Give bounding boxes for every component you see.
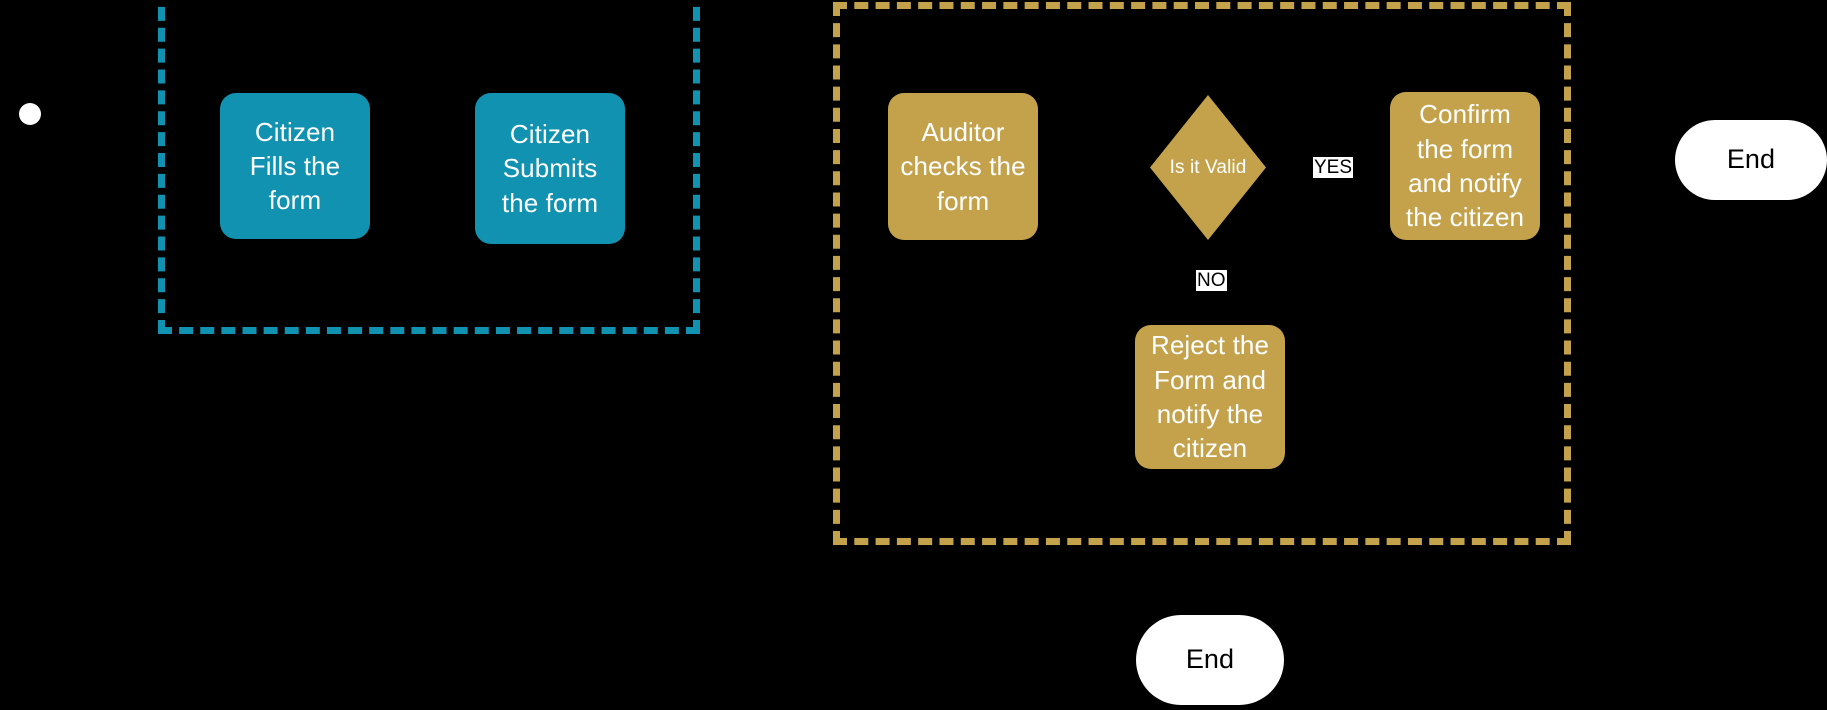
- node-label: Auditor checks the form: [900, 117, 1026, 216]
- node-label: End: [1185, 644, 1235, 675]
- node-label: Confirm the form and notify the citizen: [1405, 99, 1525, 233]
- edge-label-yes: YES: [1313, 157, 1354, 178]
- start-node[interactable]: [19, 103, 41, 125]
- node-is-it-valid-decision[interactable]: Is it Valid: [1150, 95, 1266, 240]
- node-label: Citizen Fills the form: [249, 116, 341, 216]
- node-confirm-form-and-notify-citizen[interactable]: Confirm the form and notify the citizen: [1390, 92, 1540, 240]
- node-label: Is it Valid: [1169, 156, 1247, 178]
- auditor-lane[interactable]: [833, 2, 1571, 545]
- node-reject-form-and-notify-citizen[interactable]: Reject the Form and notify the citizen: [1135, 325, 1285, 469]
- node-auditor-checks-the-form[interactable]: Auditor checks the form: [888, 93, 1038, 240]
- node-label: End: [1726, 144, 1776, 175]
- citizen-lane[interactable]: [158, 0, 700, 334]
- node-end-bottom[interactable]: End: [1136, 615, 1284, 705]
- edge-label-no: NO: [1196, 270, 1227, 291]
- node-end-right[interactable]: End: [1675, 120, 1827, 200]
- node-label: Citizen Submits the form: [501, 119, 599, 218]
- node-citizen-fills-the-form[interactable]: Citizen Fills the form: [220, 93, 370, 239]
- node-citizen-submits-the-form[interactable]: Citizen Submits the form: [475, 93, 625, 244]
- node-label: Reject the Form and notify the citizen: [1150, 330, 1270, 464]
